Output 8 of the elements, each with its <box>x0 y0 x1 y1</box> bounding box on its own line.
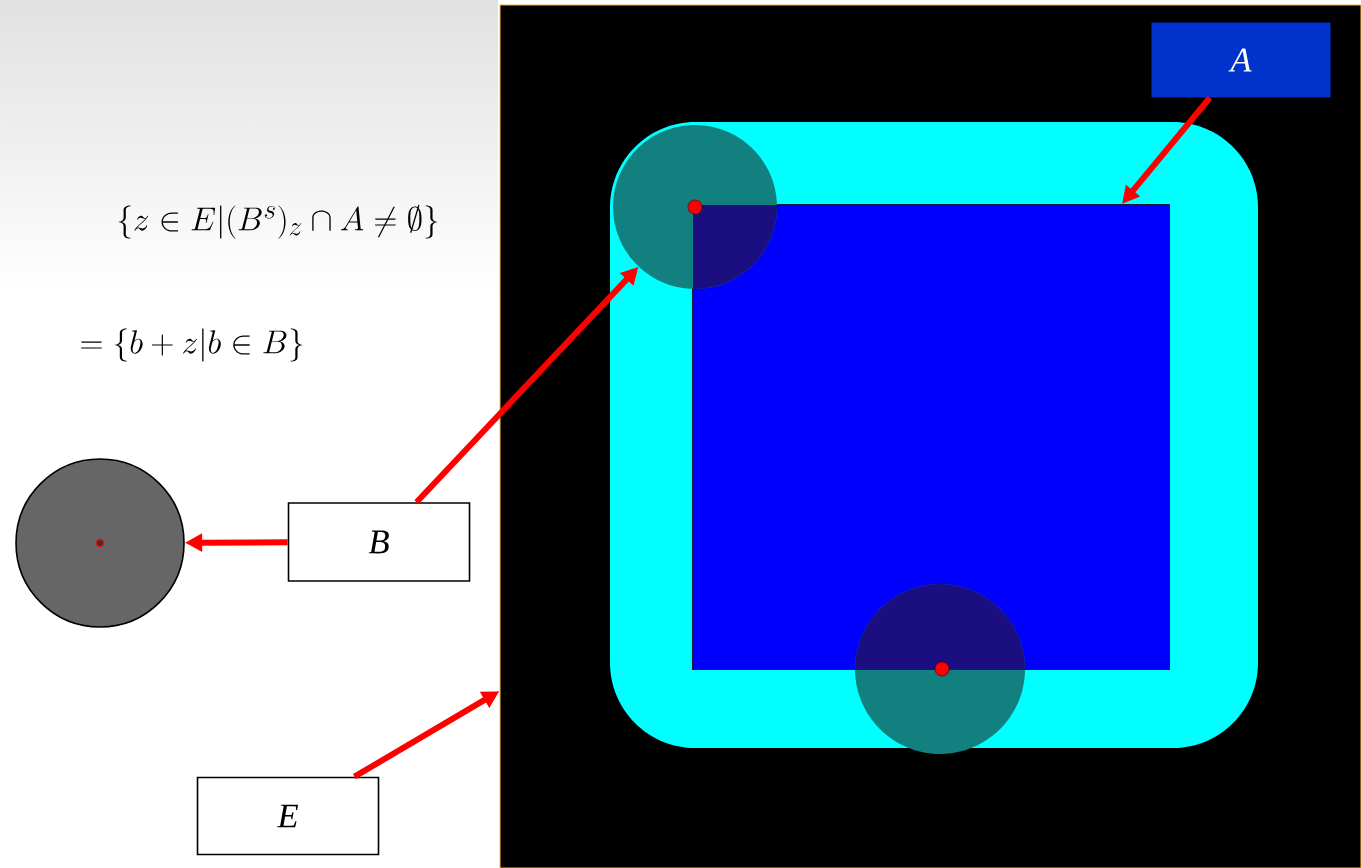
formula: $\{z \in E|(B^{s})_{z} \cap A \neq \emptyset\}$ <box>118 204 438 239</box>
structuring-element-disc <box>15 458 185 628</box>
label-box: E <box>196 776 380 856</box>
label-box: B <box>287 502 471 582</box>
label-box: A <box>1151 22 1331 98</box>
set-square <box>691 203 1171 671</box>
formula: $= \{b + z|b \in B\}$ <box>81 328 303 362</box>
translated-disc <box>613 125 777 289</box>
